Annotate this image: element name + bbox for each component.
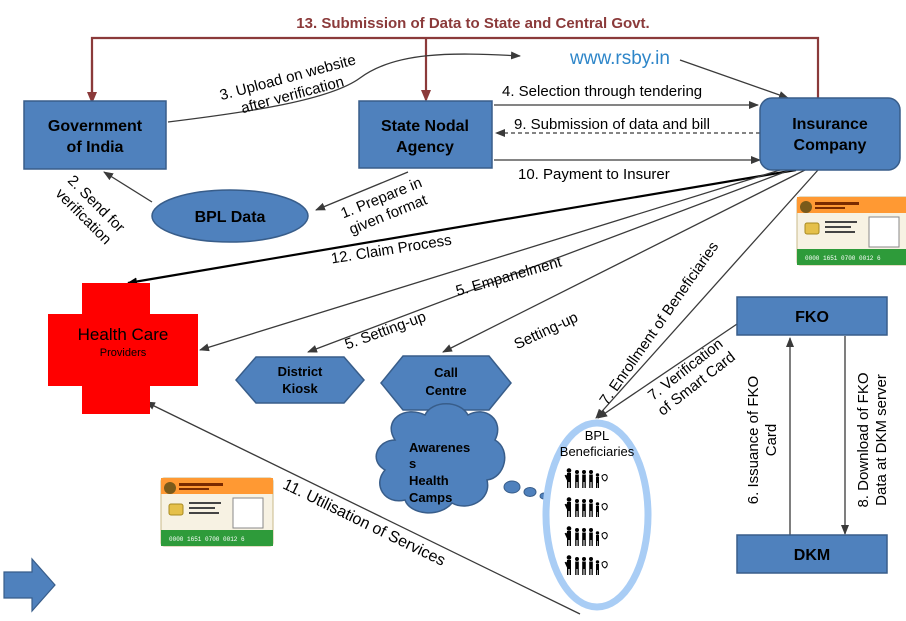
dkm-label: DKM — [794, 547, 830, 564]
edge-5a-line — [199, 169, 781, 352]
call-centre-label-1: Call — [434, 365, 458, 380]
awareness-label-2: s — [409, 456, 416, 471]
edge-12-label: 12. Claim Process — [330, 232, 453, 268]
edge-10-label: 10. Payment to Insurer — [518, 166, 670, 183]
fko-label: FKO — [795, 309, 829, 326]
district-kiosk-label-1: District — [278, 364, 323, 379]
awareness-label-3: Health — [409, 473, 449, 488]
insurance-label-2: Company — [794, 137, 867, 154]
thought-bubble-2 — [523, 487, 537, 497]
connectors — [87, 36, 849, 615]
edge-2-line — [103, 171, 153, 203]
thought-bubble-1 — [503, 480, 521, 494]
node-dkm: DKM — [736, 534, 888, 574]
hcp-label: Health Care — [78, 325, 169, 344]
smart-card-image — [160, 477, 274, 547]
call-centre-label-2: Centre — [425, 383, 466, 398]
bpl-ben-label-1: BPL — [585, 428, 610, 443]
family-icon — [564, 554, 608, 576]
red-cross-shape — [48, 283, 198, 414]
node-state-nodal-agency: State Nodal Agency — [358, 100, 493, 169]
edge-8-label-2: Data at DKM server — [873, 374, 890, 506]
edge-6-label-2: Card — [763, 424, 780, 457]
district-kiosk-label-2: Kiosk — [282, 381, 318, 396]
awareness-label-4: Camps — [409, 490, 452, 505]
website-label: www.rsby.in — [569, 48, 670, 69]
next-arrow-icon — [3, 557, 56, 613]
goi-label-1: Government — [48, 118, 143, 135]
smart-card-image — [796, 196, 906, 266]
node-bpl-beneficiaries: BPL Beneficiaries — [542, 419, 652, 611]
hcp-sublabel: Providers — [100, 347, 147, 359]
edge-11-line — [145, 401, 581, 615]
node-fko: FKO — [736, 296, 888, 336]
node-call-centre: Call Centre — [380, 355, 512, 411]
edge-9-label: 9. Submission of data and bill — [514, 116, 710, 133]
edge-12-line — [127, 168, 797, 286]
sna-label-2: Agency — [396, 139, 454, 156]
bpl-data-label: BPL Data — [195, 209, 266, 226]
awareness-label-1: Awarenes — [409, 440, 470, 455]
node-district-kiosk: District Kiosk — [235, 356, 365, 404]
edge-5b-label: 5. Setting-up — [343, 308, 429, 353]
goi-label-2: of India — [67, 139, 124, 156]
edge-3-line — [167, 51, 521, 123]
node-government-of-india: Government of India — [23, 100, 167, 170]
edge-5c-label: Setting-up — [512, 309, 581, 353]
bpl-ben-label-2: Beneficiaries — [560, 444, 635, 459]
node-bpl-data: BPL Data — [151, 189, 309, 243]
family-icon — [564, 525, 608, 547]
edge-5c-line — [442, 169, 806, 353]
edge-6-label-1: 6. Issuance of FKO — [745, 376, 762, 504]
thought-cloud — [375, 403, 506, 514]
edge-5b-line — [307, 169, 791, 353]
edge-4-label: 4. Selection through tendering — [502, 83, 702, 100]
edge-website-insurance — [679, 59, 789, 99]
beneficiaries-ring — [542, 419, 652, 611]
sna-label-1: State Nodal — [381, 118, 469, 135]
node-awareness-camps: Awarenes s Health Camps — [375, 403, 549, 514]
edge-5a-label: 5. Empanelment — [454, 253, 564, 300]
edge-8-label-1: 8. Download of FKO — [855, 372, 872, 507]
family-icon — [564, 496, 608, 518]
node-insurance-company: Insurance Company — [759, 97, 901, 171]
edge-13-label: 13. Submission of Data to State and Cent… — [296, 15, 649, 32]
node-health-care-providers: Health Care Providers — [48, 283, 198, 414]
edge-7b-line — [597, 321, 741, 419]
edge-1-line — [315, 171, 409, 211]
edge-7a-line — [595, 169, 819, 419]
family-icon — [564, 467, 608, 489]
insurance-label-1: Insurance — [792, 116, 868, 133]
